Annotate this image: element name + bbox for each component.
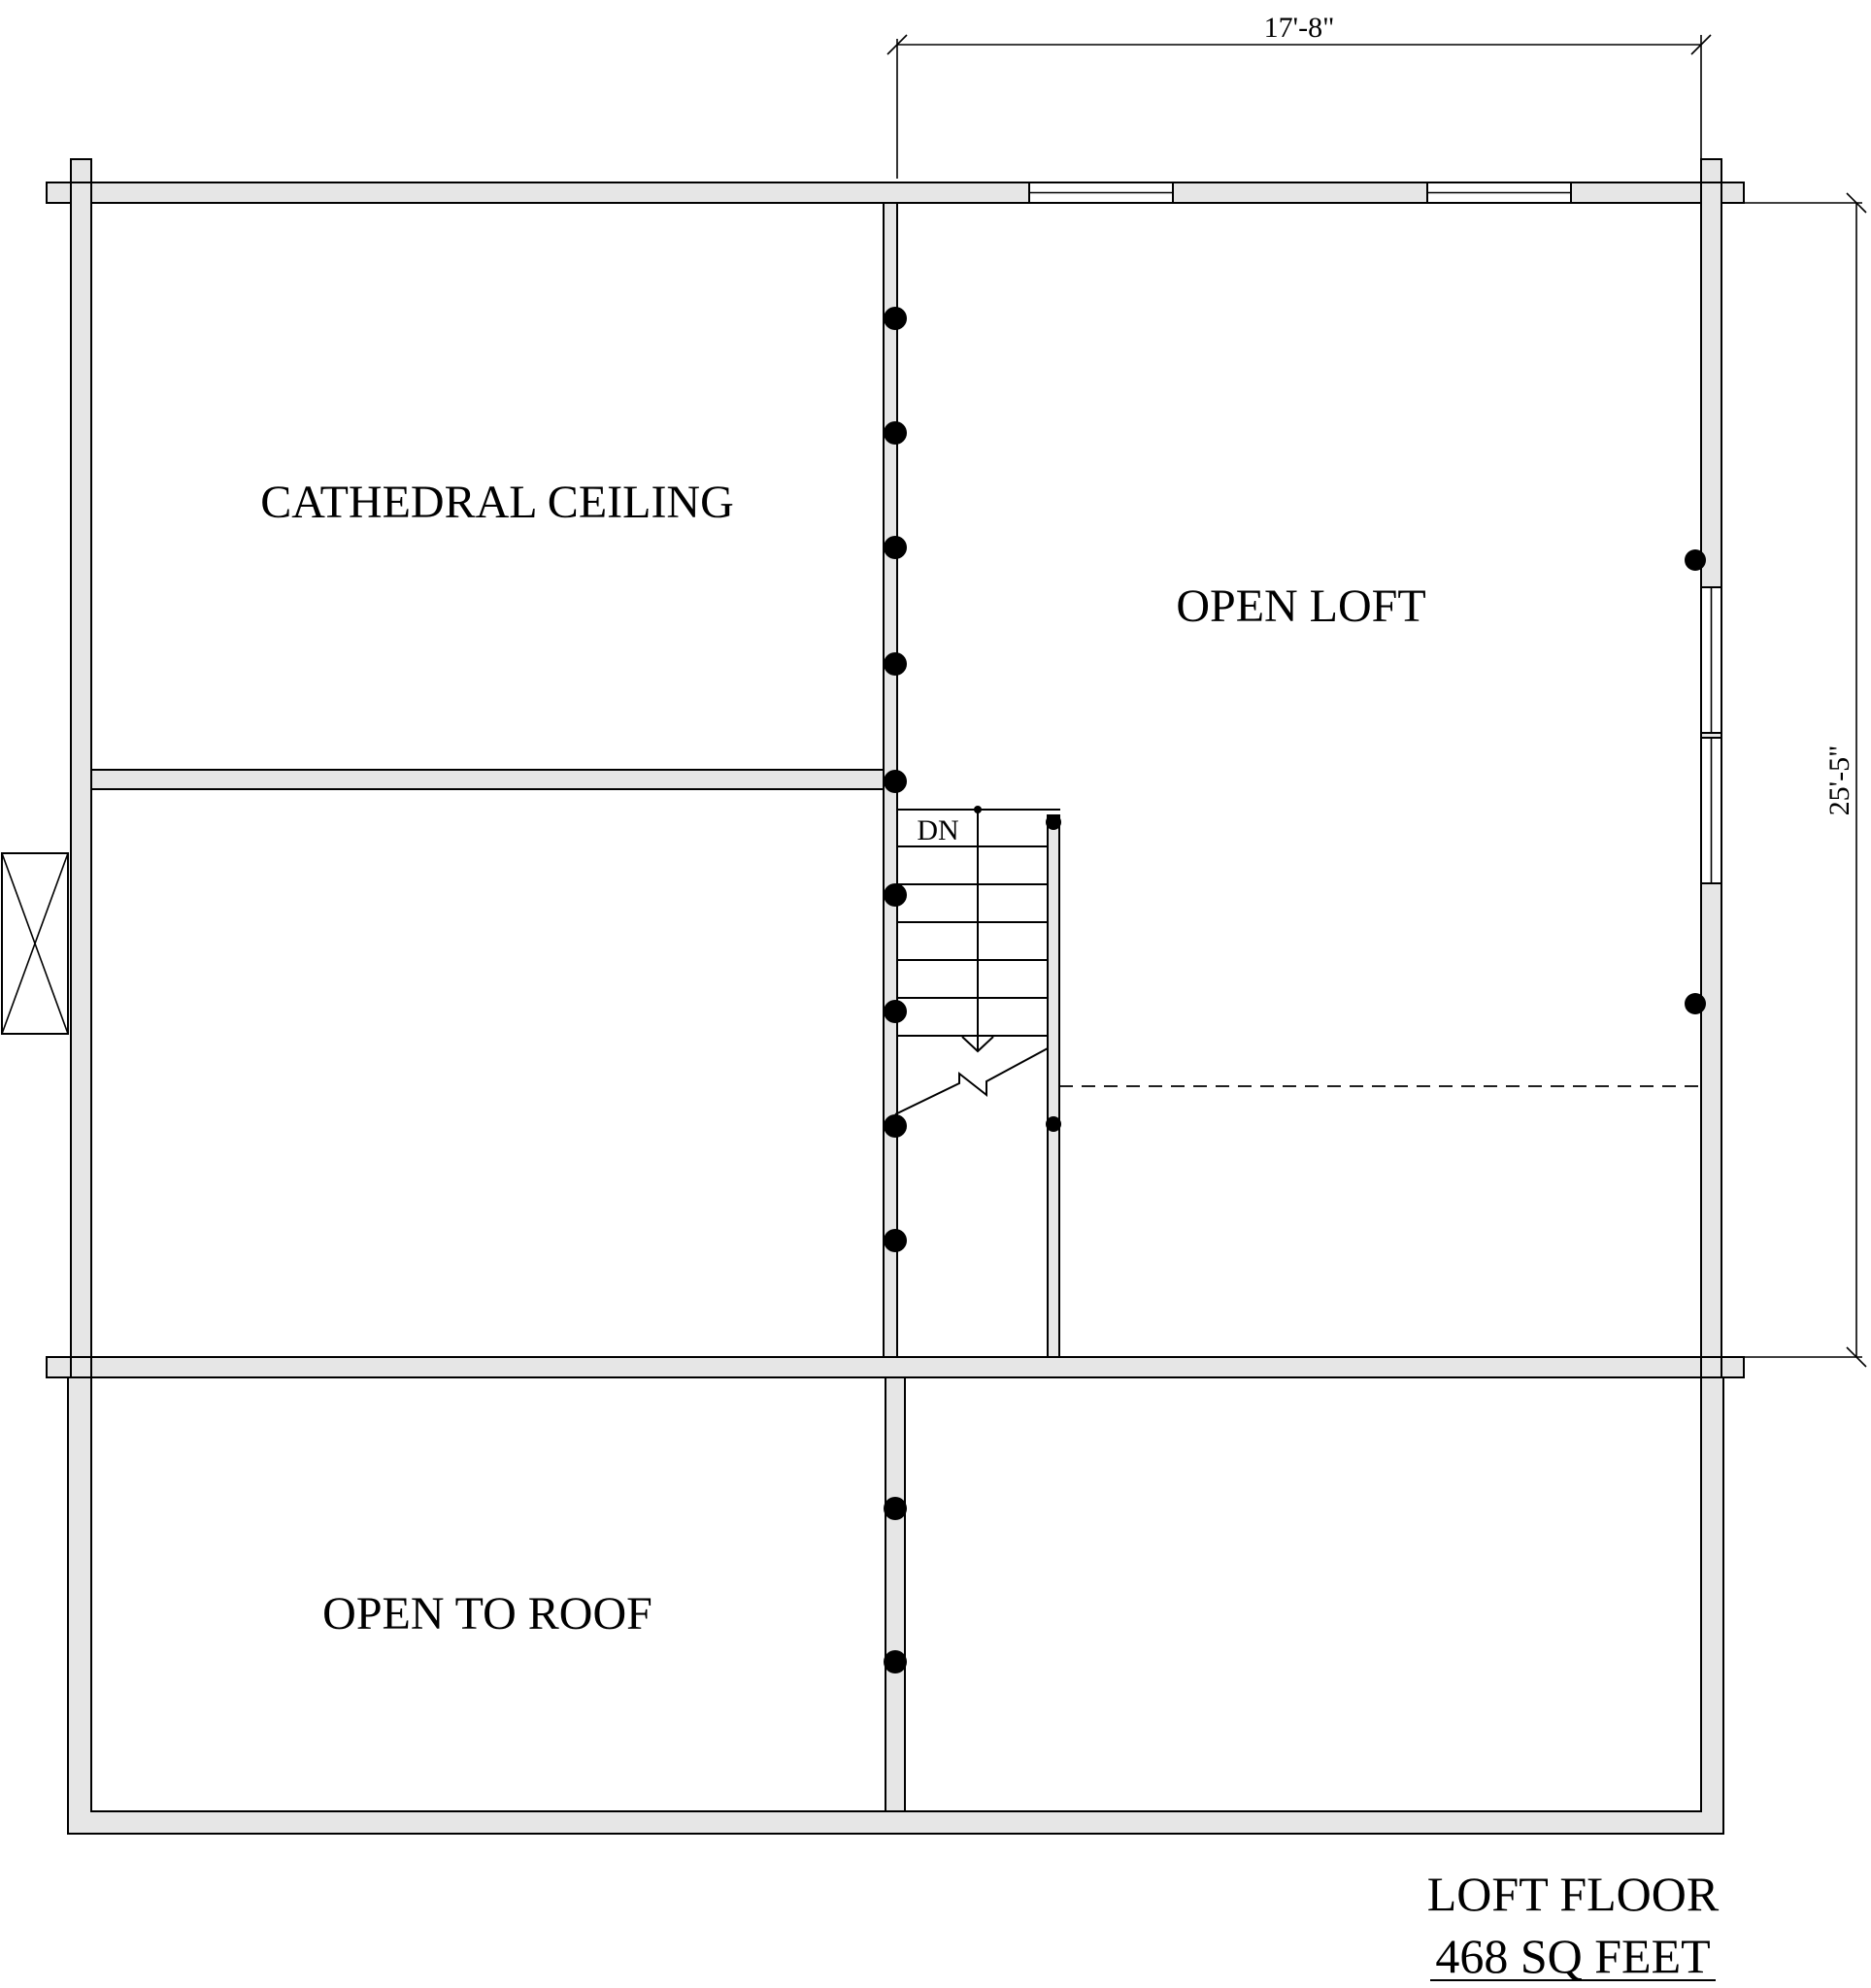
title-line-2: 468 SQ FEET bbox=[1435, 1929, 1710, 1983]
lower-wall bbox=[46, 1356, 1745, 1378]
stair-rail-wall bbox=[1047, 814, 1060, 1358]
post bbox=[1685, 993, 1706, 1014]
depth-dimension: 25'-5" bbox=[1721, 192, 1867, 1368]
room-label-open-to-roof: OPEN TO ROOF bbox=[322, 1588, 652, 1640]
post bbox=[884, 1650, 907, 1673]
post bbox=[884, 536, 907, 559]
room-label-open-loft: OPEN LOFT bbox=[1176, 580, 1425, 632]
post bbox=[884, 421, 907, 445]
post bbox=[884, 883, 907, 907]
post bbox=[884, 1000, 907, 1023]
posts bbox=[884, 307, 1706, 1673]
right-window-2 bbox=[1700, 737, 1722, 884]
post bbox=[884, 652, 907, 676]
cathedral-divider-wall bbox=[90, 769, 885, 790]
post bbox=[884, 1497, 907, 1520]
post bbox=[884, 307, 907, 330]
post bbox=[884, 770, 907, 793]
stair-arrow-head bbox=[961, 1036, 994, 1053]
top-window-2 bbox=[1426, 182, 1572, 204]
stair-break-line bbox=[894, 1047, 1049, 1115]
post bbox=[1046, 1116, 1061, 1132]
title-line-1: LOFT FLOOR bbox=[1427, 1867, 1720, 1921]
post bbox=[1685, 549, 1706, 571]
post bbox=[884, 1114, 907, 1138]
post bbox=[1046, 814, 1061, 830]
right-window-1 bbox=[1700, 586, 1722, 734]
open-to-roof-outline bbox=[67, 1376, 1724, 1835]
chimney bbox=[1, 852, 69, 1035]
exterior-walls bbox=[46, 158, 1745, 1835]
room-label-cathedral-ceiling: CATHEDRAL CEILING bbox=[260, 477, 734, 528]
title-block: LOFT FLOOR 468 SQ FEET bbox=[1427, 1867, 1720, 1983]
lower-center-wall bbox=[885, 1376, 906, 1812]
interior-walls bbox=[90, 202, 1060, 1812]
stair-direction-label: DN bbox=[917, 814, 958, 846]
depth-dimension-label: 25'-5" bbox=[1823, 746, 1855, 816]
post bbox=[884, 1229, 907, 1252]
width-dimension: 17'-8" bbox=[886, 12, 1712, 179]
left-wall bbox=[70, 182, 92, 1405]
top-window-1 bbox=[1028, 182, 1174, 204]
staircase bbox=[894, 806, 1060, 1115]
width-dimension-label: 17'-8" bbox=[1264, 12, 1335, 44]
